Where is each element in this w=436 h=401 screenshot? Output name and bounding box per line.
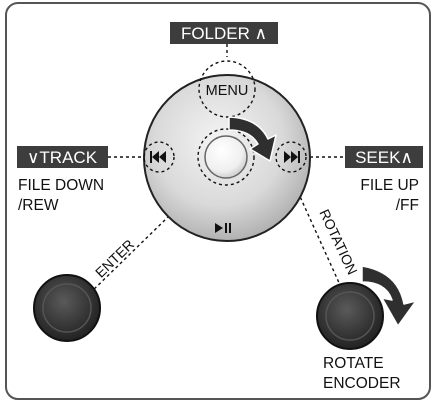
rotation-leader <box>287 169 346 297</box>
next-icon[interactable] <box>284 151 300 163</box>
svg-text:SEEK∧: SEEK∧ <box>355 148 413 167</box>
track-tag: ∨TRACK <box>17 146 108 168</box>
prev-highlight <box>143 141 175 173</box>
ff-label: /FF <box>396 197 419 214</box>
folder-tag: FOLDER ∧ <box>170 22 278 44</box>
rew-label: /REW <box>18 197 59 214</box>
enter-button[interactable] <box>204 135 248 179</box>
svg-text:FOLDER ∧: FOLDER ∧ <box>181 24 267 43</box>
enter-highlight <box>197 128 255 186</box>
wheel-rotation-arrow <box>228 116 277 162</box>
menu-label: MENU <box>206 83 249 99</box>
seek-tag: SEEK∧ <box>345 146 423 168</box>
encoder-rotation-arrow <box>361 265 417 327</box>
enter-knob[interactable] <box>33 274 101 342</box>
highlight-circles <box>143 60 307 186</box>
rotate-encoder-knob[interactable] <box>316 282 384 350</box>
next-highlight <box>275 141 307 173</box>
encoder-label: ENCODER <box>323 375 401 392</box>
enter-leader <box>86 177 209 297</box>
svg-text:∨TRACK: ∨TRACK <box>27 148 98 167</box>
play-pause-icon[interactable] <box>215 223 231 233</box>
file-up-label: FILE UP <box>360 177 419 194</box>
menu-highlight <box>198 60 256 118</box>
file-down-label: FILE DOWN <box>18 177 104 194</box>
prev-icon[interactable] <box>150 151 166 163</box>
rotate-label: ROTATE <box>323 355 384 372</box>
